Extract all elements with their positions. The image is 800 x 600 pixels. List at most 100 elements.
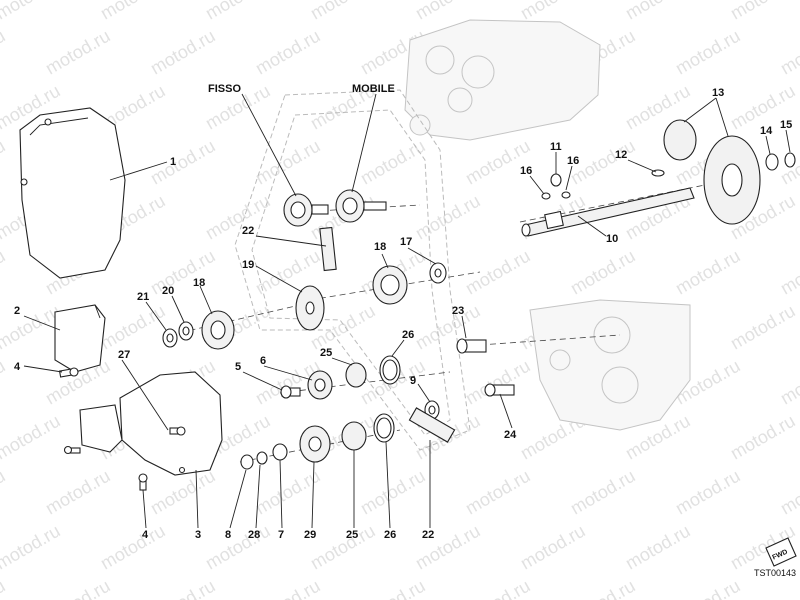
callout-numbers: 1 2 4 4 3 5 6 7 8 9 10 11 12 13 14 15 16… <box>14 87 792 541</box>
callout-17: 17 <box>400 236 412 248</box>
watermark-text: motod.ru <box>202 521 274 574</box>
watermark-text: motod.ru <box>777 246 800 299</box>
callout-29: 29 <box>304 529 316 541</box>
callout-25b: 25 <box>346 529 358 541</box>
watermark-text: motod.ru <box>42 576 114 600</box>
callout-4b: 4 <box>142 529 149 541</box>
engine-block-ghost-right <box>529 299 691 431</box>
callout-26a: 26 <box>402 329 414 341</box>
callout-24: 24 <box>504 429 517 441</box>
watermark-text: motod.ru <box>0 576 9 600</box>
callout-25a: 25 <box>320 347 332 359</box>
balancer-gear-small <box>663 119 697 161</box>
circlip-11 <box>550 173 562 187</box>
callout-19: 19 <box>242 259 254 271</box>
callout-28: 28 <box>248 529 260 541</box>
callout-26b: 26 <box>384 529 396 541</box>
watermark-text: motod.ru <box>252 26 324 79</box>
watermark-text: motod.ru <box>462 246 534 299</box>
callout-4a: 4 <box>14 361 21 373</box>
washer-14 <box>765 153 779 171</box>
watermark-text: motod.ru <box>0 26 9 79</box>
watermark-text: motod.ru <box>777 356 800 409</box>
key-16a <box>541 192 551 200</box>
watermark-text: motod.ru <box>0 356 9 409</box>
watermark-text: motod.ru <box>97 301 169 354</box>
watermark-text: motod.ru <box>672 26 744 79</box>
lower-belt-cover <box>119 371 223 476</box>
watermark-text: motod.ru <box>42 466 114 519</box>
camshaft-gear <box>372 265 408 305</box>
watermark-text: motod.ru <box>147 136 219 189</box>
watermark-text: motod.ru <box>672 466 744 519</box>
upper-belt-cover <box>19 107 126 279</box>
callout-20: 20 <box>162 285 174 297</box>
callout-11: 11 <box>550 141 562 153</box>
watermark-text: motod.ru <box>252 576 324 600</box>
drawing-code: TST00143 <box>754 568 796 578</box>
watermark-text: motod.ru <box>0 0 64 23</box>
watermark-text: motod.ru <box>147 576 219 600</box>
flange-disc <box>295 285 325 331</box>
callout-22a: 22 <box>242 225 254 237</box>
washer-28 <box>256 451 268 465</box>
watermark-text: motod.ru <box>727 411 799 464</box>
watermark-text: motod.ru <box>567 246 639 299</box>
bolt-5 <box>280 385 301 399</box>
watermark-text: motod.ru <box>202 0 274 23</box>
watermark-text: motod.ru <box>777 26 800 79</box>
watermark-text: motod.ru <box>0 301 64 354</box>
callout-23: 23 <box>452 305 464 317</box>
forward-direction-badge: FWD <box>765 537 797 567</box>
callout-10: 10 <box>606 233 618 245</box>
callout-2: 2 <box>14 305 20 317</box>
watermark-text: motod.ru <box>0 246 9 299</box>
watermark-text: motod.ru <box>672 576 744 600</box>
watermark-text: motod.ru <box>357 576 429 600</box>
watermark-text: motod.ru <box>777 576 800 600</box>
watermark-text: motod.ru <box>672 246 744 299</box>
callout-18a: 18 <box>374 241 386 253</box>
callout-12: 12 <box>615 149 627 161</box>
watermark-text: motod.ru <box>97 521 169 574</box>
screw-left <box>63 445 81 455</box>
leader-lines <box>23 93 791 529</box>
snap-ring-26-lower <box>373 413 395 443</box>
bushing-6 <box>307 370 333 400</box>
nut-8 <box>240 454 254 470</box>
callout-9: 9 <box>410 375 416 387</box>
washer-20 <box>178 321 194 341</box>
watermark-text: motod.ru <box>727 301 799 354</box>
fixed-idler-pulley <box>283 193 329 227</box>
watermark-text: motod.ru <box>0 466 9 519</box>
watermark-text: motod.ru <box>307 521 379 574</box>
callout-8: 8 <box>225 529 231 541</box>
timing-belt-segment-lower <box>408 407 456 443</box>
snap-ring-26-upper <box>379 355 401 385</box>
timing-belt-segment-upper <box>319 226 337 272</box>
watermark-text: motod.ru <box>307 0 379 23</box>
watermark-text: motod.ru <box>147 246 219 299</box>
watermark-text: motod.ru <box>147 26 219 79</box>
watermark-text: motod.ru <box>622 0 694 23</box>
screw-4a <box>58 367 79 378</box>
nut-15 <box>784 152 796 168</box>
balancer-shaft <box>521 187 695 237</box>
watermark-text: motod.ru <box>0 521 64 574</box>
watermark-text: motod.ru <box>567 466 639 519</box>
seal-ring-9 <box>424 400 440 420</box>
watermark-text: motod.ru <box>357 136 429 189</box>
engine-block-ghost-top <box>404 19 601 141</box>
watermark-text: motod.ru <box>567 576 639 600</box>
watermark-text: motod.ru <box>517 0 589 23</box>
callout-16a: 16 <box>520 165 532 177</box>
callout-16b: 16 <box>567 155 579 167</box>
watermark-text: motod.ru <box>462 576 534 600</box>
callout-3: 3 <box>195 529 201 541</box>
watermark-text: motod.ru <box>777 466 800 519</box>
watermark-text: motod.ru <box>412 191 484 244</box>
watermark-text: motod.ru <box>462 136 534 189</box>
cover-bracket <box>54 304 106 373</box>
callout-1: 1 <box>170 156 176 168</box>
